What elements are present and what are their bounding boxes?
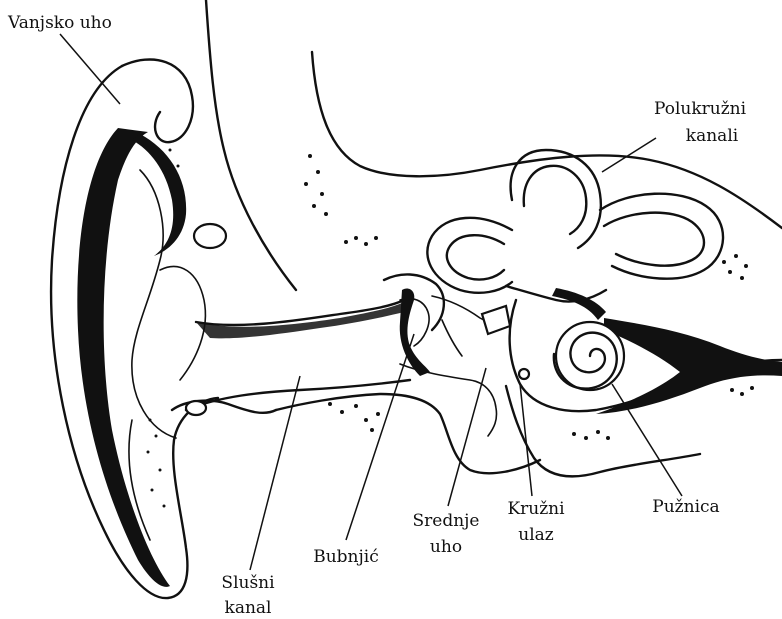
label-outer-ear: Vanjsko uho [7, 13, 112, 33]
leader-eardrum [346, 334, 414, 540]
leader-outer-ear [60, 34, 120, 104]
label-round-window-line2: ulaz [518, 525, 554, 545]
cochlea-drawing [519, 322, 624, 390]
middle-ear-drawing [384, 274, 510, 436]
outer-ear-drawing [51, 59, 218, 598]
label-middle-ear-line1: Srednje [413, 511, 480, 531]
label-eardrum: Bubnjić [313, 547, 379, 567]
label-semicircular-canals-line1: Polukružni [654, 99, 747, 119]
label-round-window-line1: Kružni [507, 499, 565, 519]
label-middle-ear-line2: uho [430, 537, 462, 557]
label-cochlea: Pužnica [652, 497, 719, 517]
label-ear-canal-line2: kanal [225, 598, 272, 618]
leader-middle-ear [448, 368, 486, 506]
leader-ear-canal [250, 376, 300, 570]
semicircular-canals-drawing [427, 150, 782, 476]
label-semicircular-canals-line2: kanali [686, 126, 739, 146]
leader-round-window [520, 384, 532, 496]
label-ear-canal-line1: Slušni [221, 573, 275, 593]
